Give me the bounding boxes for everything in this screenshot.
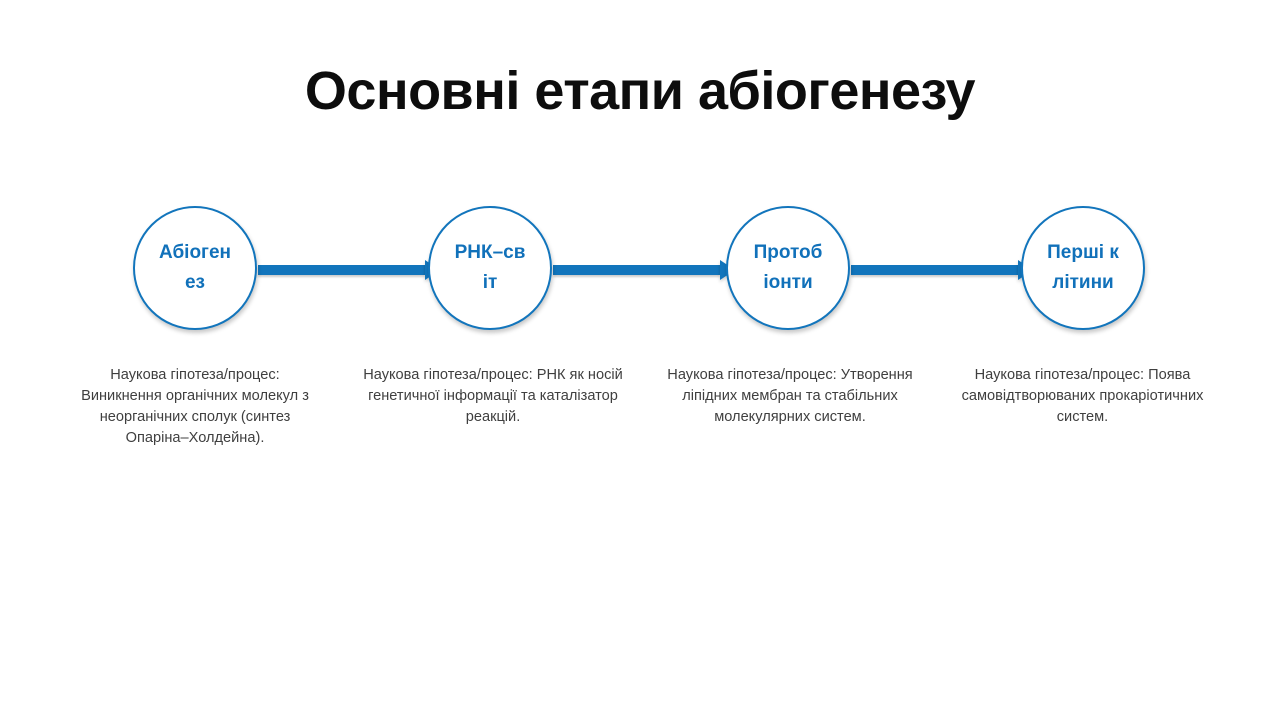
stage-caption-protobionts: Наукова гіпотеза/процес: Утворення ліпід… (667, 367, 913, 425)
arrow-shaft (851, 265, 1018, 275)
arrow-shaft (258, 265, 425, 275)
stage-circle (1021, 206, 1145, 330)
stage-captions: Наукова гіпотеза/процес: Виникнення орга… (0, 365, 1280, 485)
connector-arrow-1 (258, 260, 440, 280)
stage-circle (133, 206, 257, 330)
stage-caption-abiogenesis: Наукова гіпотеза/процес: Виникнення орга… (81, 367, 309, 446)
stage-circle (428, 206, 552, 330)
stage-circle (726, 206, 850, 330)
process-flow-diagram: Абіогенез РНК–світ Протобіонти Перші клі… (0, 180, 1280, 360)
connector-arrow-3 (851, 260, 1033, 280)
stage-caption-first-cells: Наукова гіпотеза/процес: Поява самовідтв… (961, 367, 1204, 425)
connector-arrow-2 (553, 260, 735, 280)
arrow-shaft (553, 265, 720, 275)
page-title: Основні етапи абіогенезу (304, 61, 976, 121)
stage-caption-rna-world: Наукова гіпотеза/процес: РНК як носій ге… (363, 367, 623, 425)
